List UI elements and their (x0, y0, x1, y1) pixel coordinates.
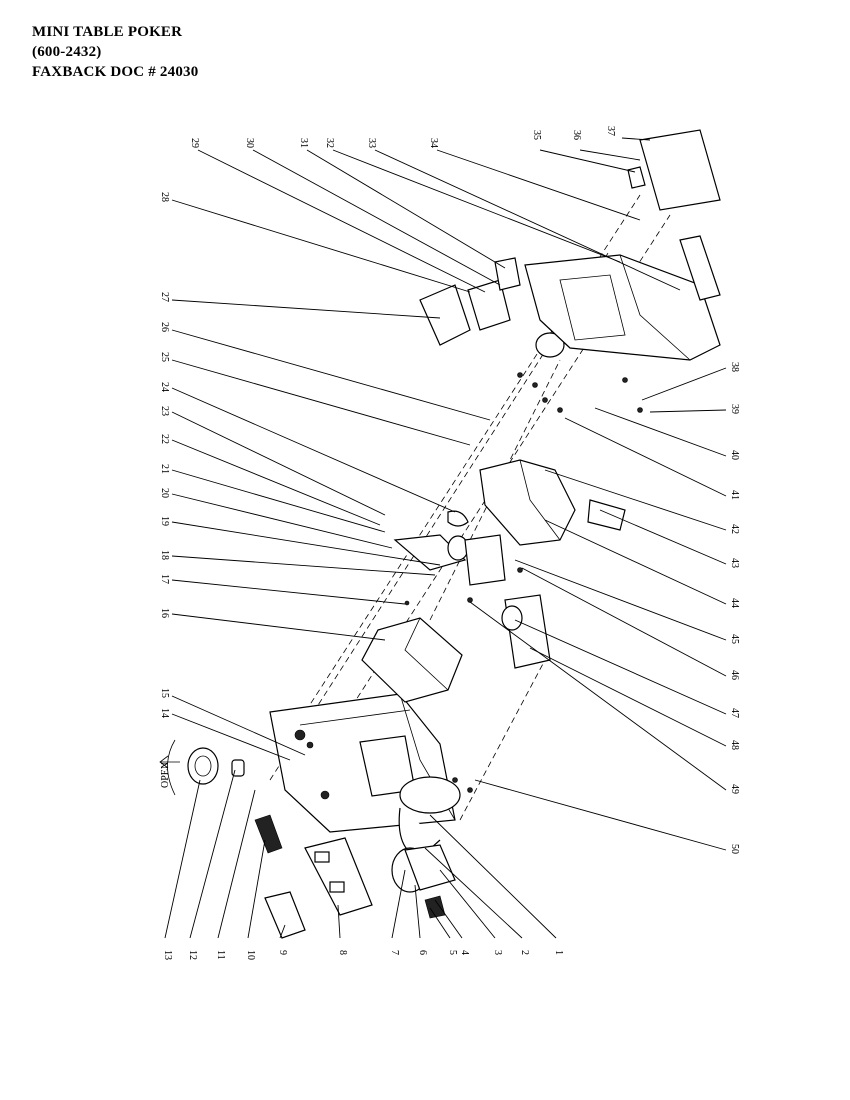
part-label-18: 18 (159, 550, 170, 560)
part-label-39: 39 (729, 404, 740, 414)
cover-block-16 (361, 617, 463, 703)
part-label-42: 42 (729, 524, 740, 534)
bracket-9 (264, 891, 306, 939)
part-label-19: 19 (159, 516, 170, 526)
part-label-40: 40 (729, 450, 740, 460)
part-label-12: 12 (187, 950, 198, 960)
center-mechanism (393, 510, 551, 669)
part-label-17: 17 (159, 574, 170, 584)
part-label-26: 26 (159, 322, 170, 332)
open-direction-label: OPEN (160, 762, 171, 788)
part-label-13: 13 (162, 950, 173, 960)
fan-housing (391, 844, 456, 919)
part-label-2: 2 (519, 950, 530, 955)
part-label-49: 49 (729, 784, 740, 794)
shaft-12 (231, 759, 245, 777)
selector-knob (159, 739, 219, 796)
part-label-27: 27 (159, 292, 170, 302)
part-label-14: 14 (159, 708, 170, 718)
part-label-20: 20 (159, 488, 170, 498)
part-label-37: 37 (605, 126, 616, 136)
part-label-31: 31 (298, 138, 309, 148)
part-label-23: 23 (159, 406, 170, 416)
leader-lines (164, 137, 727, 939)
upper-housing (524, 254, 721, 361)
part-number-labels: 1 2 3 4 5 6 7 8 9 10 11 12 13 14 15 16 1… (159, 126, 740, 960)
part-label-28: 28 (159, 192, 170, 202)
part-label-34: 34 (428, 138, 439, 148)
part-label-10: 10 (245, 950, 256, 960)
part-label-22: 22 (159, 434, 170, 444)
faxback-doc-number: FAXBACK DOC # 24030 (32, 64, 199, 80)
part-label-43: 43 (729, 558, 740, 568)
part-label-47: 47 (729, 708, 740, 718)
part-label-36: 36 (571, 130, 582, 140)
part-label-45: 45 (729, 634, 740, 644)
part-label-6: 6 (417, 950, 428, 955)
part-label-46: 46 (729, 670, 740, 680)
model-number: (600-2432) (32, 44, 102, 60)
part-label-7: 7 (389, 950, 400, 955)
document-header: MINI TABLE POKER (600-2432) FAXBACK DOC … (32, 22, 198, 82)
part-label-24: 24 (159, 382, 170, 392)
part-label-50: 50 (729, 844, 740, 854)
part-label-25: 25 (159, 352, 170, 362)
part-label-11: 11 (215, 950, 226, 960)
part-label-21: 21 (159, 464, 170, 474)
top-bracket (627, 129, 721, 301)
part-label-1: 1 (553, 950, 564, 955)
part-label-33: 33 (366, 138, 377, 148)
part-label-16: 16 (159, 608, 170, 618)
part-label-30: 30 (244, 138, 255, 148)
part-label-35: 35 (531, 130, 542, 140)
part-label-32: 32 (324, 138, 335, 148)
part-label-8: 8 (337, 950, 348, 955)
part-label-41: 41 (729, 490, 740, 500)
main-cabinet (269, 693, 461, 859)
part-label-29: 29 (189, 138, 200, 148)
part-label-9: 9 (277, 950, 288, 955)
part-label-15: 15 (159, 688, 170, 698)
screws (404, 372, 643, 793)
connector-10 (254, 814, 283, 854)
bracket-assembly (479, 459, 626, 546)
part-label-4: 4 (459, 950, 470, 955)
speaker-grill (419, 257, 565, 358)
part-label-44: 44 (729, 598, 740, 608)
part-label-3: 3 (492, 950, 503, 955)
part-label-48: 48 (729, 740, 740, 750)
part-label-5: 5 (447, 950, 458, 955)
document-title: MINI TABLE POKER (32, 24, 183, 40)
part-label-38: 38 (729, 362, 740, 372)
circuit-board (304, 837, 373, 916)
